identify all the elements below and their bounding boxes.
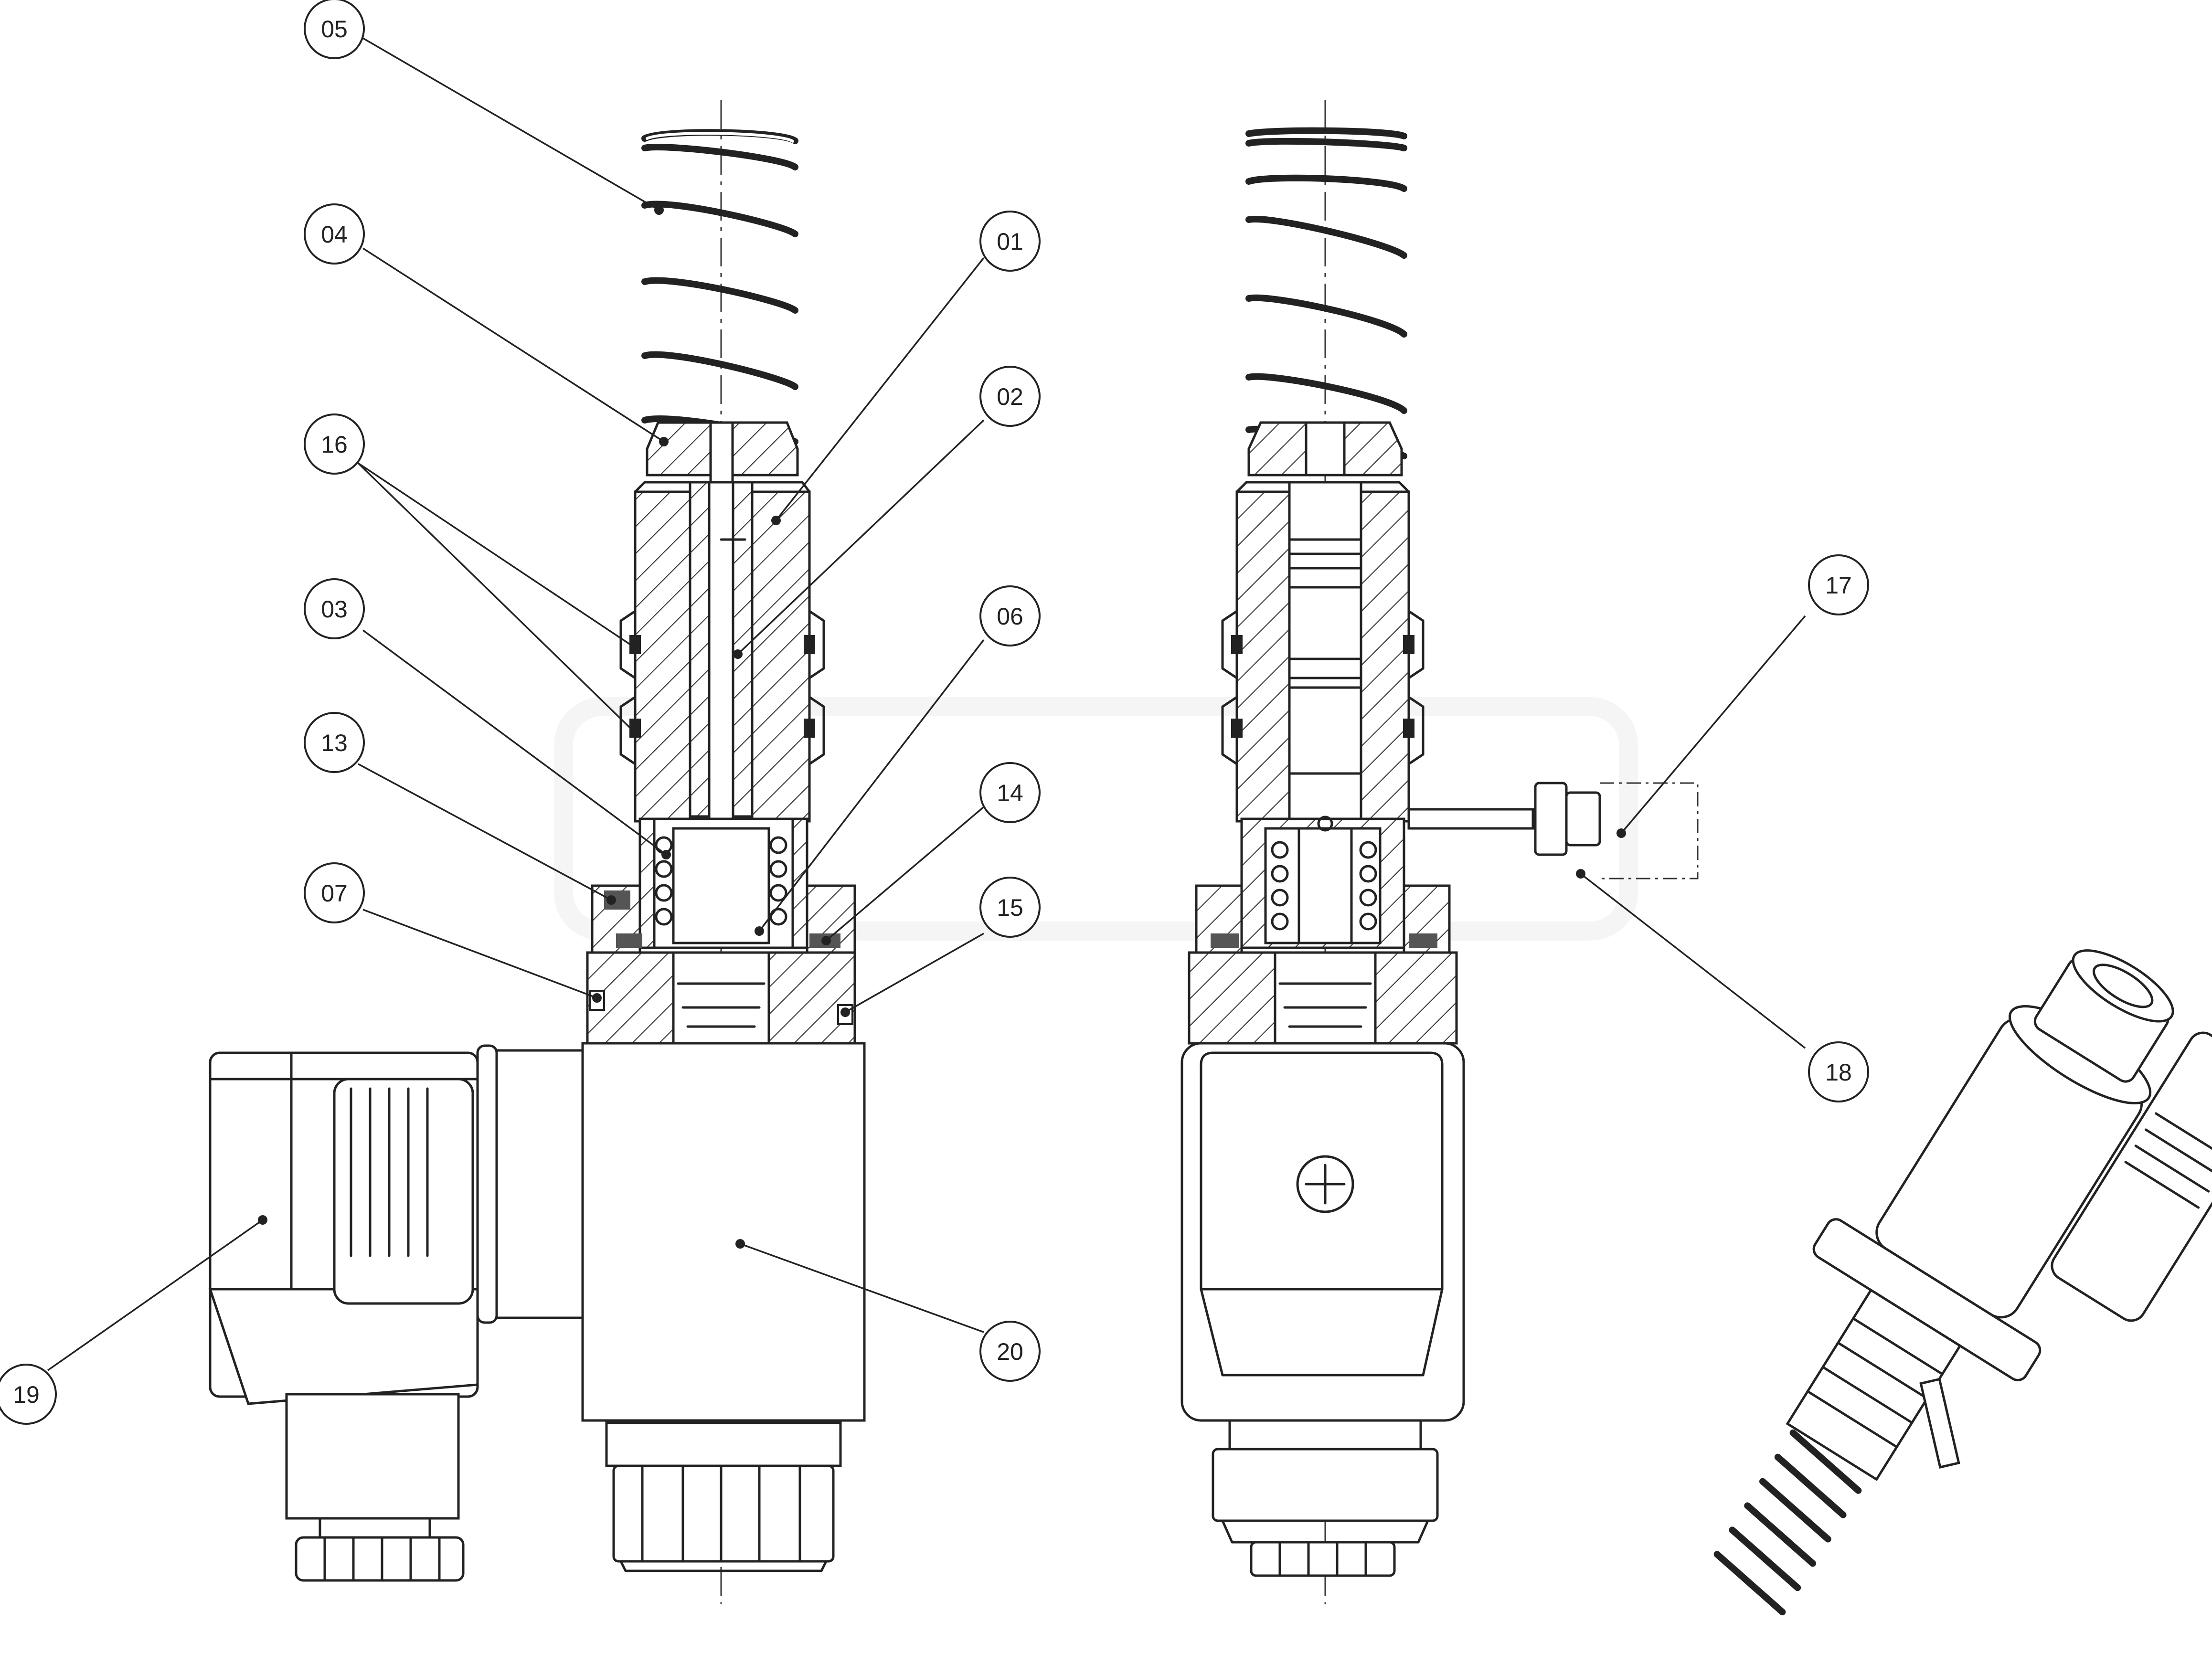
- callout-07: 07: [304, 862, 365, 923]
- callout-17-label: 17: [1825, 572, 1852, 599]
- callout-04: 04: [304, 203, 365, 265]
- callout-15-label: 15: [997, 894, 1023, 921]
- spool-core: [708, 481, 734, 827]
- nut-top: [605, 1421, 842, 1467]
- plunger: [672, 827, 770, 944]
- left-spring: [641, 129, 798, 445]
- callout-05-label: 05: [321, 16, 348, 42]
- callout-20: 20: [979, 1321, 1041, 1382]
- callout-19-label: 19: [13, 1381, 40, 1408]
- valve-body-left-half: [634, 490, 691, 823]
- callout-06-label: 06: [997, 603, 1023, 630]
- callout-bubbles: 05 04 16 03 13 07 01 02 06 14 15 19 20 1…: [0, 0, 1869, 1425]
- callout-02-label: 02: [997, 383, 1023, 410]
- callout-06: 06: [979, 585, 1041, 646]
- right-spring: [1245, 127, 1407, 459]
- callout-01: 01: [979, 211, 1041, 272]
- callout-16-label: 16: [321, 431, 348, 458]
- right-inner-spring: [1271, 841, 1377, 931]
- callout-14-label: 14: [997, 780, 1023, 806]
- o-rings: [629, 635, 815, 738]
- callout-03: 03: [304, 578, 365, 639]
- right-coil-housing: [1180, 1042, 1465, 1422]
- spool-left: [689, 481, 711, 818]
- watermark: [554, 697, 1638, 941]
- electrical-connector: [208, 1044, 584, 1582]
- leader-dots: [258, 205, 1626, 1249]
- isometric-view: [1713, 949, 2212, 1616]
- right-side-view: [1180, 100, 1699, 1604]
- callout-13: 13: [304, 712, 365, 773]
- callout-leaders: [47, 37, 1806, 1371]
- right-o-rings: [1231, 635, 1414, 738]
- callout-05: 05: [304, 0, 365, 59]
- callout-16: 16: [304, 413, 365, 475]
- callout-02: 02: [979, 366, 1041, 427]
- callout-20-label: 20: [997, 1338, 1023, 1365]
- callout-15: 15: [979, 877, 1041, 938]
- coil-housing: [581, 1042, 866, 1422]
- callout-01-label: 01: [997, 228, 1023, 255]
- callout-04-label: 04: [321, 221, 348, 248]
- callout-18-label: 18: [1825, 1059, 1852, 1086]
- manual-override-pin: [1407, 782, 1699, 879]
- callout-13-label: 13: [321, 730, 348, 756]
- left-sectional-view: [208, 100, 866, 1604]
- valve-body-right-half: [751, 490, 811, 823]
- callout-03-label: 03: [321, 596, 348, 623]
- callout-14: 14: [979, 762, 1041, 823]
- callout-18: 18: [1808, 1041, 1869, 1102]
- callout-19: 19: [0, 1364, 57, 1425]
- callout-07-label: 07: [321, 880, 348, 907]
- callout-17: 17: [1808, 554, 1869, 615]
